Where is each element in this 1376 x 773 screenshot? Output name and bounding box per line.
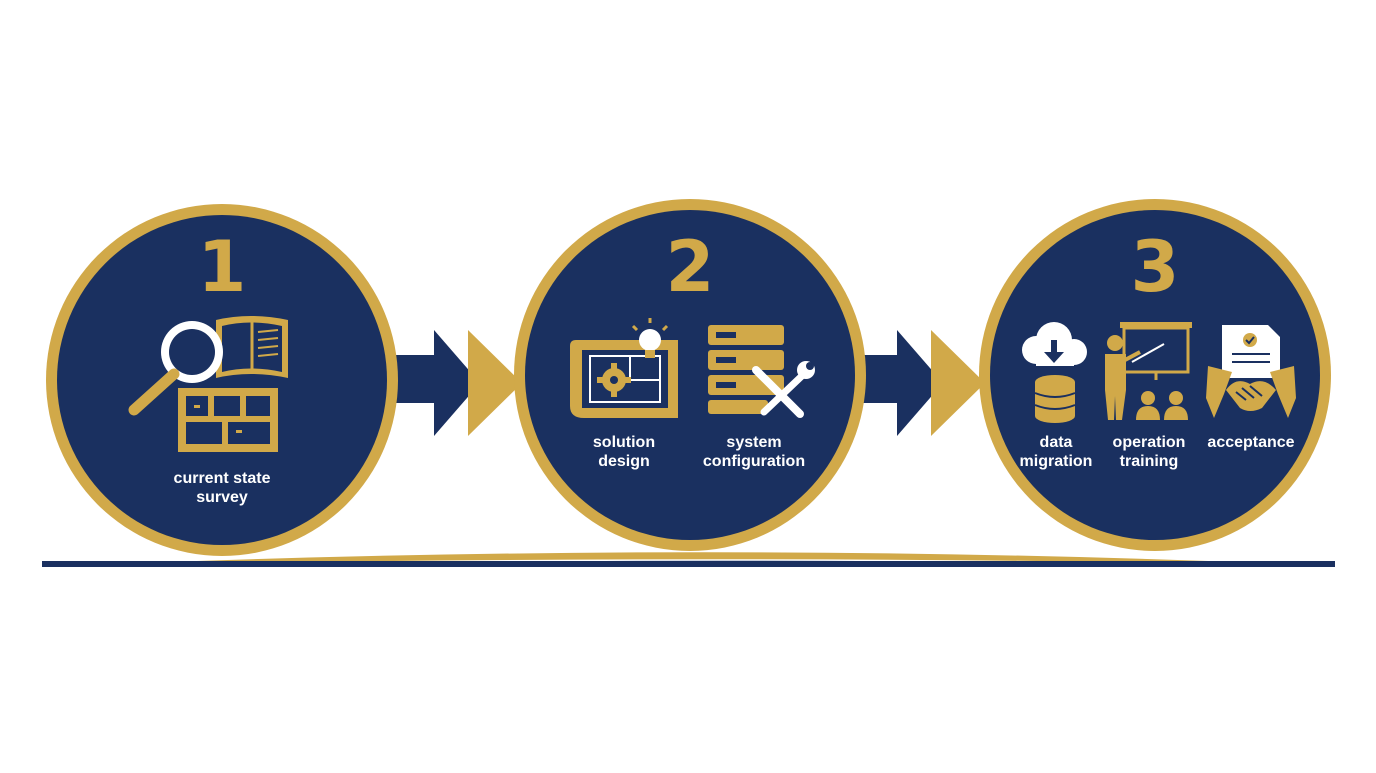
cloud-database-download-icon — [1022, 322, 1087, 423]
operation-training-label: operation training — [1113, 433, 1186, 471]
handshake-certificate-icon — [1206, 325, 1296, 418]
server-wrench-screwdriver-icon — [708, 325, 815, 418]
label-line-1: acceptance — [1207, 434, 1295, 451]
label-line-2: design — [598, 453, 650, 470]
solution-design-label: solution design — [593, 433, 655, 471]
label-line-1: current state — [173, 470, 271, 487]
label-line-1: system — [726, 434, 782, 451]
survey-book-magnifier-icon — [128, 316, 288, 452]
base-swoosh — [42, 552, 1335, 567]
stage-circle-1 — [46, 204, 398, 556]
current-state-survey-label: current state survey — [174, 469, 271, 507]
label-line-2: configuration — [702, 453, 806, 470]
stage-1-number: 1 — [197, 226, 247, 308]
stage-3-number: 3 — [1130, 226, 1180, 308]
label-line-2: migration — [1019, 453, 1093, 470]
stage-2-number: 2 — [665, 226, 715, 308]
label-line-1: operation — [1112, 434, 1186, 451]
label-line-1: solution — [592, 434, 656, 451]
data-migration-label: data migration — [1020, 433, 1093, 471]
label-line-2: training — [1119, 453, 1179, 470]
stage-circle-2 — [514, 199, 866, 551]
presenter-audience-icon — [1105, 322, 1192, 420]
acceptance-label: acceptance — [1207, 433, 1294, 452]
system-configuration-label: system configuration — [703, 433, 805, 471]
connector-arrow-1-2 — [380, 330, 522, 436]
connector-arrow-2-3 — [845, 330, 985, 436]
label-line-2: survey — [196, 489, 248, 506]
blueprint-lightbulb-gear-icon — [570, 318, 678, 418]
label-line-1: data — [1039, 434, 1073, 451]
